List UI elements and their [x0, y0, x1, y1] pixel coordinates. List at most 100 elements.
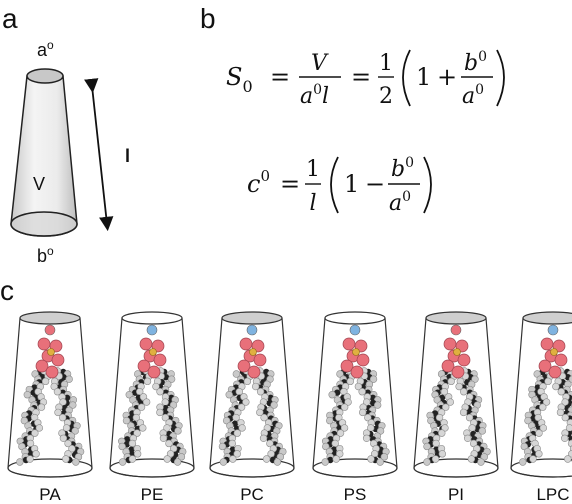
- lipid-head-group: [35, 324, 65, 379]
- hydrogen-atom: [455, 382, 463, 391]
- hydrogen-atom: [68, 444, 76, 453]
- lipid-pa: PA: [7, 311, 93, 504]
- lipid-tail-chain: [50, 367, 85, 466]
- eq2-lhs: c0: [247, 167, 270, 198]
- hydrogen-atom: [326, 416, 334, 425]
- hydrogen-atom: [423, 458, 431, 466]
- oxygen-atom: [239, 337, 253, 351]
- hydrogen-atom: [31, 429, 39, 437]
- hydrogen-atom: [344, 398, 352, 406]
- hydrogen-atom: [519, 458, 527, 466]
- hydrogen-atom: [328, 391, 336, 399]
- hydrogen-atom: [539, 403, 547, 411]
- hydrogen-atom: [535, 450, 543, 458]
- hydrogen-atom: [232, 413, 240, 422]
- hydrogen-atom: [534, 413, 542, 422]
- lipid-frustum-base: [7, 458, 93, 478]
- hydrogen-atom: [438, 429, 446, 437]
- equation-shape-factor: S0 = V a0l = 1 2 1 + b0 a0: [226, 49, 505, 109]
- eq1-frac1-numerator: V: [311, 51, 329, 76]
- oxygen-atom: [342, 337, 356, 351]
- eq1-right-paren: [496, 49, 505, 107]
- hydrogen-atom: [16, 458, 24, 466]
- hydrogen-atom: [336, 450, 344, 458]
- head-top-atom: [44, 324, 56, 336]
- oxygen-atom: [37, 337, 51, 351]
- hydrogen-atom: [50, 382, 58, 391]
- oxygen-atom: [356, 353, 370, 367]
- eq2-frac1-denominator: l: [309, 191, 316, 216]
- oxygen-atom: [45, 365, 59, 379]
- hydrogen-atom: [35, 424, 44, 432]
- hydrogen-atom: [233, 450, 241, 458]
- head-top-atom: [547, 324, 559, 336]
- hydrogen-atom: [37, 403, 46, 411]
- head-top-atom: [349, 324, 361, 336]
- hydrogen-atom: [237, 403, 246, 411]
- lipid-frustum-cap: [121, 311, 183, 325]
- lipid-ps: PS: [312, 311, 398, 504]
- length-label: l: [125, 146, 130, 166]
- hydrogen-atom: [557, 388, 566, 396]
- hydrogen-atom: [152, 382, 160, 391]
- hydrogen-atom: [440, 388, 449, 396]
- lipid-frustum-base: [109, 458, 195, 478]
- lipid-tail-chain: [519, 367, 555, 466]
- lipid-tail-chain: [118, 367, 153, 466]
- eq2-left-paren: [330, 156, 339, 214]
- lipid-head-group: [137, 324, 167, 379]
- lipid-pe: PE: [109, 311, 195, 504]
- panel-letter-c: c: [0, 275, 14, 306]
- eq2-frac1-numerator: 1: [306, 157, 320, 182]
- oxygen-atom: [443, 337, 457, 351]
- hydrogen-atom: [125, 391, 133, 399]
- panel-letter-a: a: [2, 3, 18, 34]
- oxygen-atom: [137, 359, 151, 373]
- hydrogen-atom: [520, 442, 529, 451]
- hydrogen-atom: [465, 413, 474, 422]
- lipid-tail-chain: [455, 367, 491, 466]
- eq1-plus: +: [437, 63, 457, 91]
- hydrogen-atom: [432, 439, 440, 448]
- eq2-frac2-numerator: b0: [391, 155, 414, 182]
- hydrogen-atom: [364, 413, 372, 422]
- lipid-tail-chain: [152, 367, 187, 466]
- lipid-tail-chain: [218, 367, 254, 466]
- hydrogen-atom: [362, 398, 371, 406]
- lipid-pc: PC: [209, 311, 295, 504]
- hydrogen-atom: [471, 375, 479, 383]
- length-arrow: [84, 78, 114, 232]
- hydrogen-atom: [340, 424, 349, 432]
- lipid-frustum-base: [312, 458, 398, 478]
- equation-curvature: c0 = 1 l 1 − b0 a0: [247, 155, 432, 216]
- hydrogen-atom: [380, 453, 389, 461]
- hydrogen-atom: [336, 429, 345, 437]
- hydrogen-atom: [222, 416, 231, 425]
- hydrogen-atom: [561, 434, 569, 442]
- hydrogen-atom: [273, 458, 282, 466]
- hydrogen-atom: [340, 403, 349, 411]
- hydrogen-atom: [568, 375, 572, 383]
- phosphorus-atom: [352, 348, 360, 356]
- hydrogen-atom: [358, 388, 366, 396]
- hydrogen-atom: [478, 427, 487, 435]
- phosphorus-atom: [149, 348, 157, 356]
- hydrogen-atom: [139, 424, 147, 432]
- hydrogen-atom: [233, 429, 242, 437]
- hydrogen-atom: [128, 455, 137, 463]
- hydrogen-atom: [336, 370, 344, 378]
- hydrogen-atom: [166, 450, 175, 458]
- oxygen-atom: [237, 359, 251, 373]
- hydrogen-atom: [132, 413, 141, 422]
- hydrogen-atom: [467, 455, 476, 463]
- head-top-atom: [246, 324, 258, 336]
- lipid-frustum-base: [510, 458, 572, 478]
- hydrogen-atom: [72, 458, 80, 466]
- hydrogen-atom: [167, 375, 176, 383]
- hydrogen-atom: [219, 458, 228, 466]
- hydrogen-atom: [524, 416, 532, 425]
- oxygen-atom: [51, 353, 65, 367]
- hydrogen-atom: [32, 450, 40, 458]
- volume-label: V: [33, 174, 45, 194]
